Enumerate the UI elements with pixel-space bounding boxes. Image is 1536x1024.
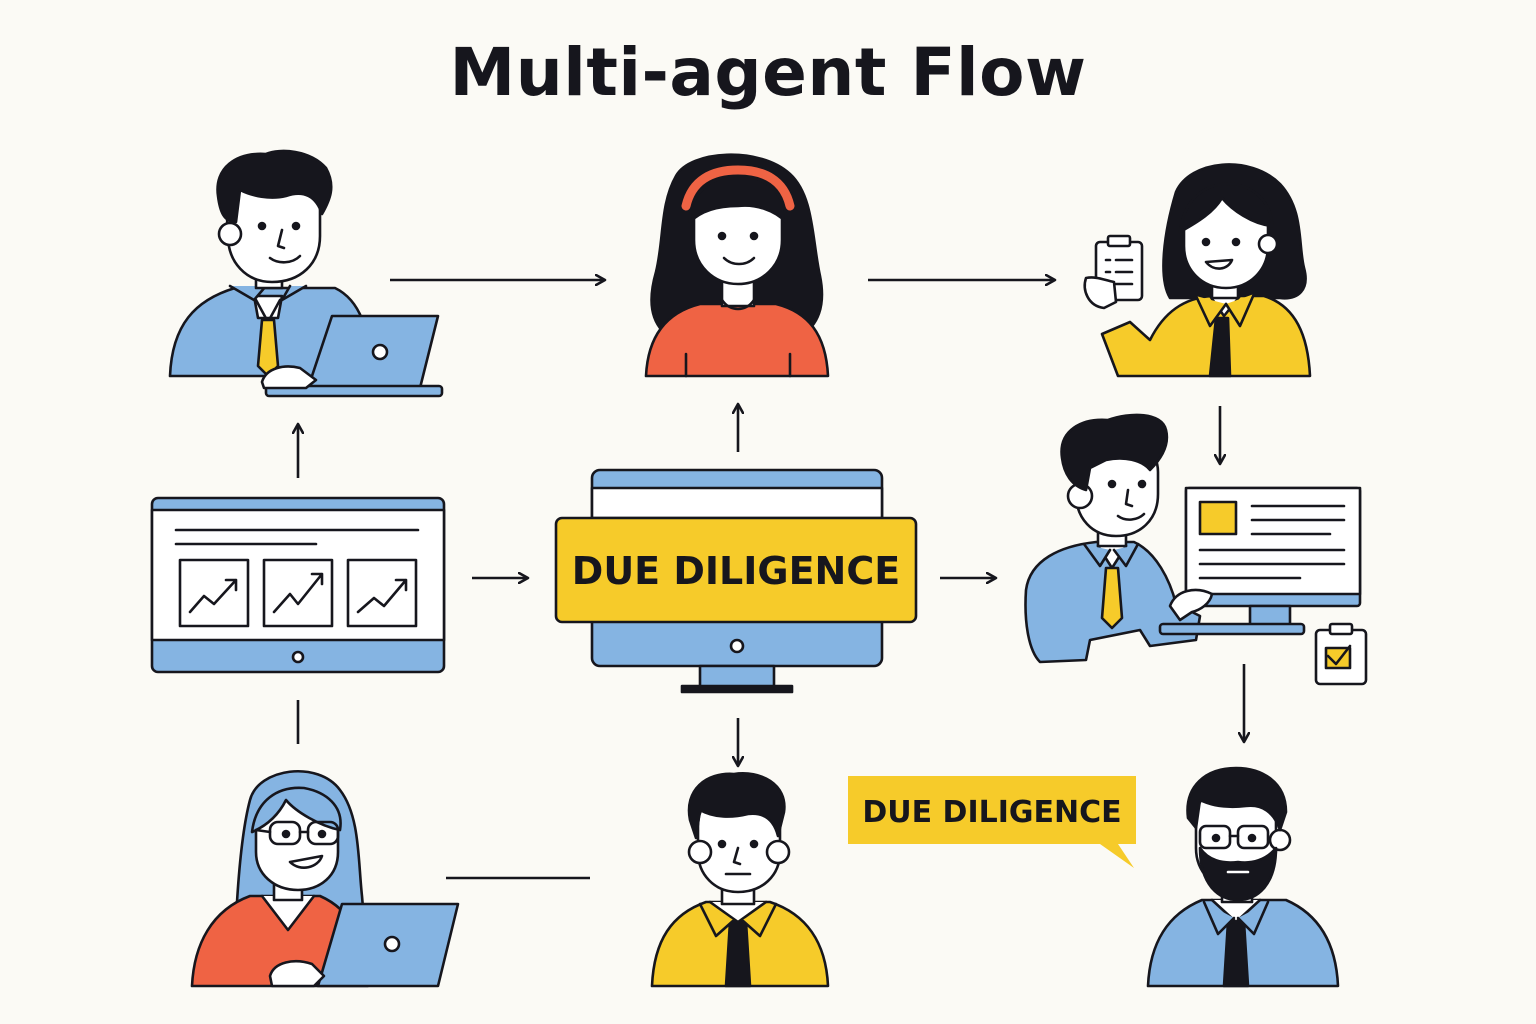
due-diligence-monitor <box>554 468 918 694</box>
trend-chart-icon <box>272 572 324 614</box>
agent-man-laptop <box>168 149 444 398</box>
agent-woman-glasses <box>190 769 460 988</box>
checklist-icon <box>1314 622 1368 686</box>
agent-man-bearded <box>1146 766 1340 988</box>
due-diligence-banner <box>554 516 918 624</box>
agent-man-computer <box>1024 413 1368 686</box>
agent-man-yellow <box>650 772 830 988</box>
banner-label: DUE DILIGENCE <box>572 549 900 593</box>
agent-woman-clipboard <box>1083 163 1312 378</box>
speech-bubble-label: DUE DILIGENCE <box>862 795 1121 830</box>
plain-connectors <box>296 700 590 880</box>
dashboard-monitor <box>150 496 446 674</box>
agent-woman-headband <box>644 153 830 378</box>
trend-chart-icon <box>188 578 238 614</box>
speech-bubble <box>848 776 1136 868</box>
page-title: Multi-agent Flow <box>449 34 1087 111</box>
trend-chart-icon <box>356 578 408 614</box>
connectors <box>298 280 1244 766</box>
